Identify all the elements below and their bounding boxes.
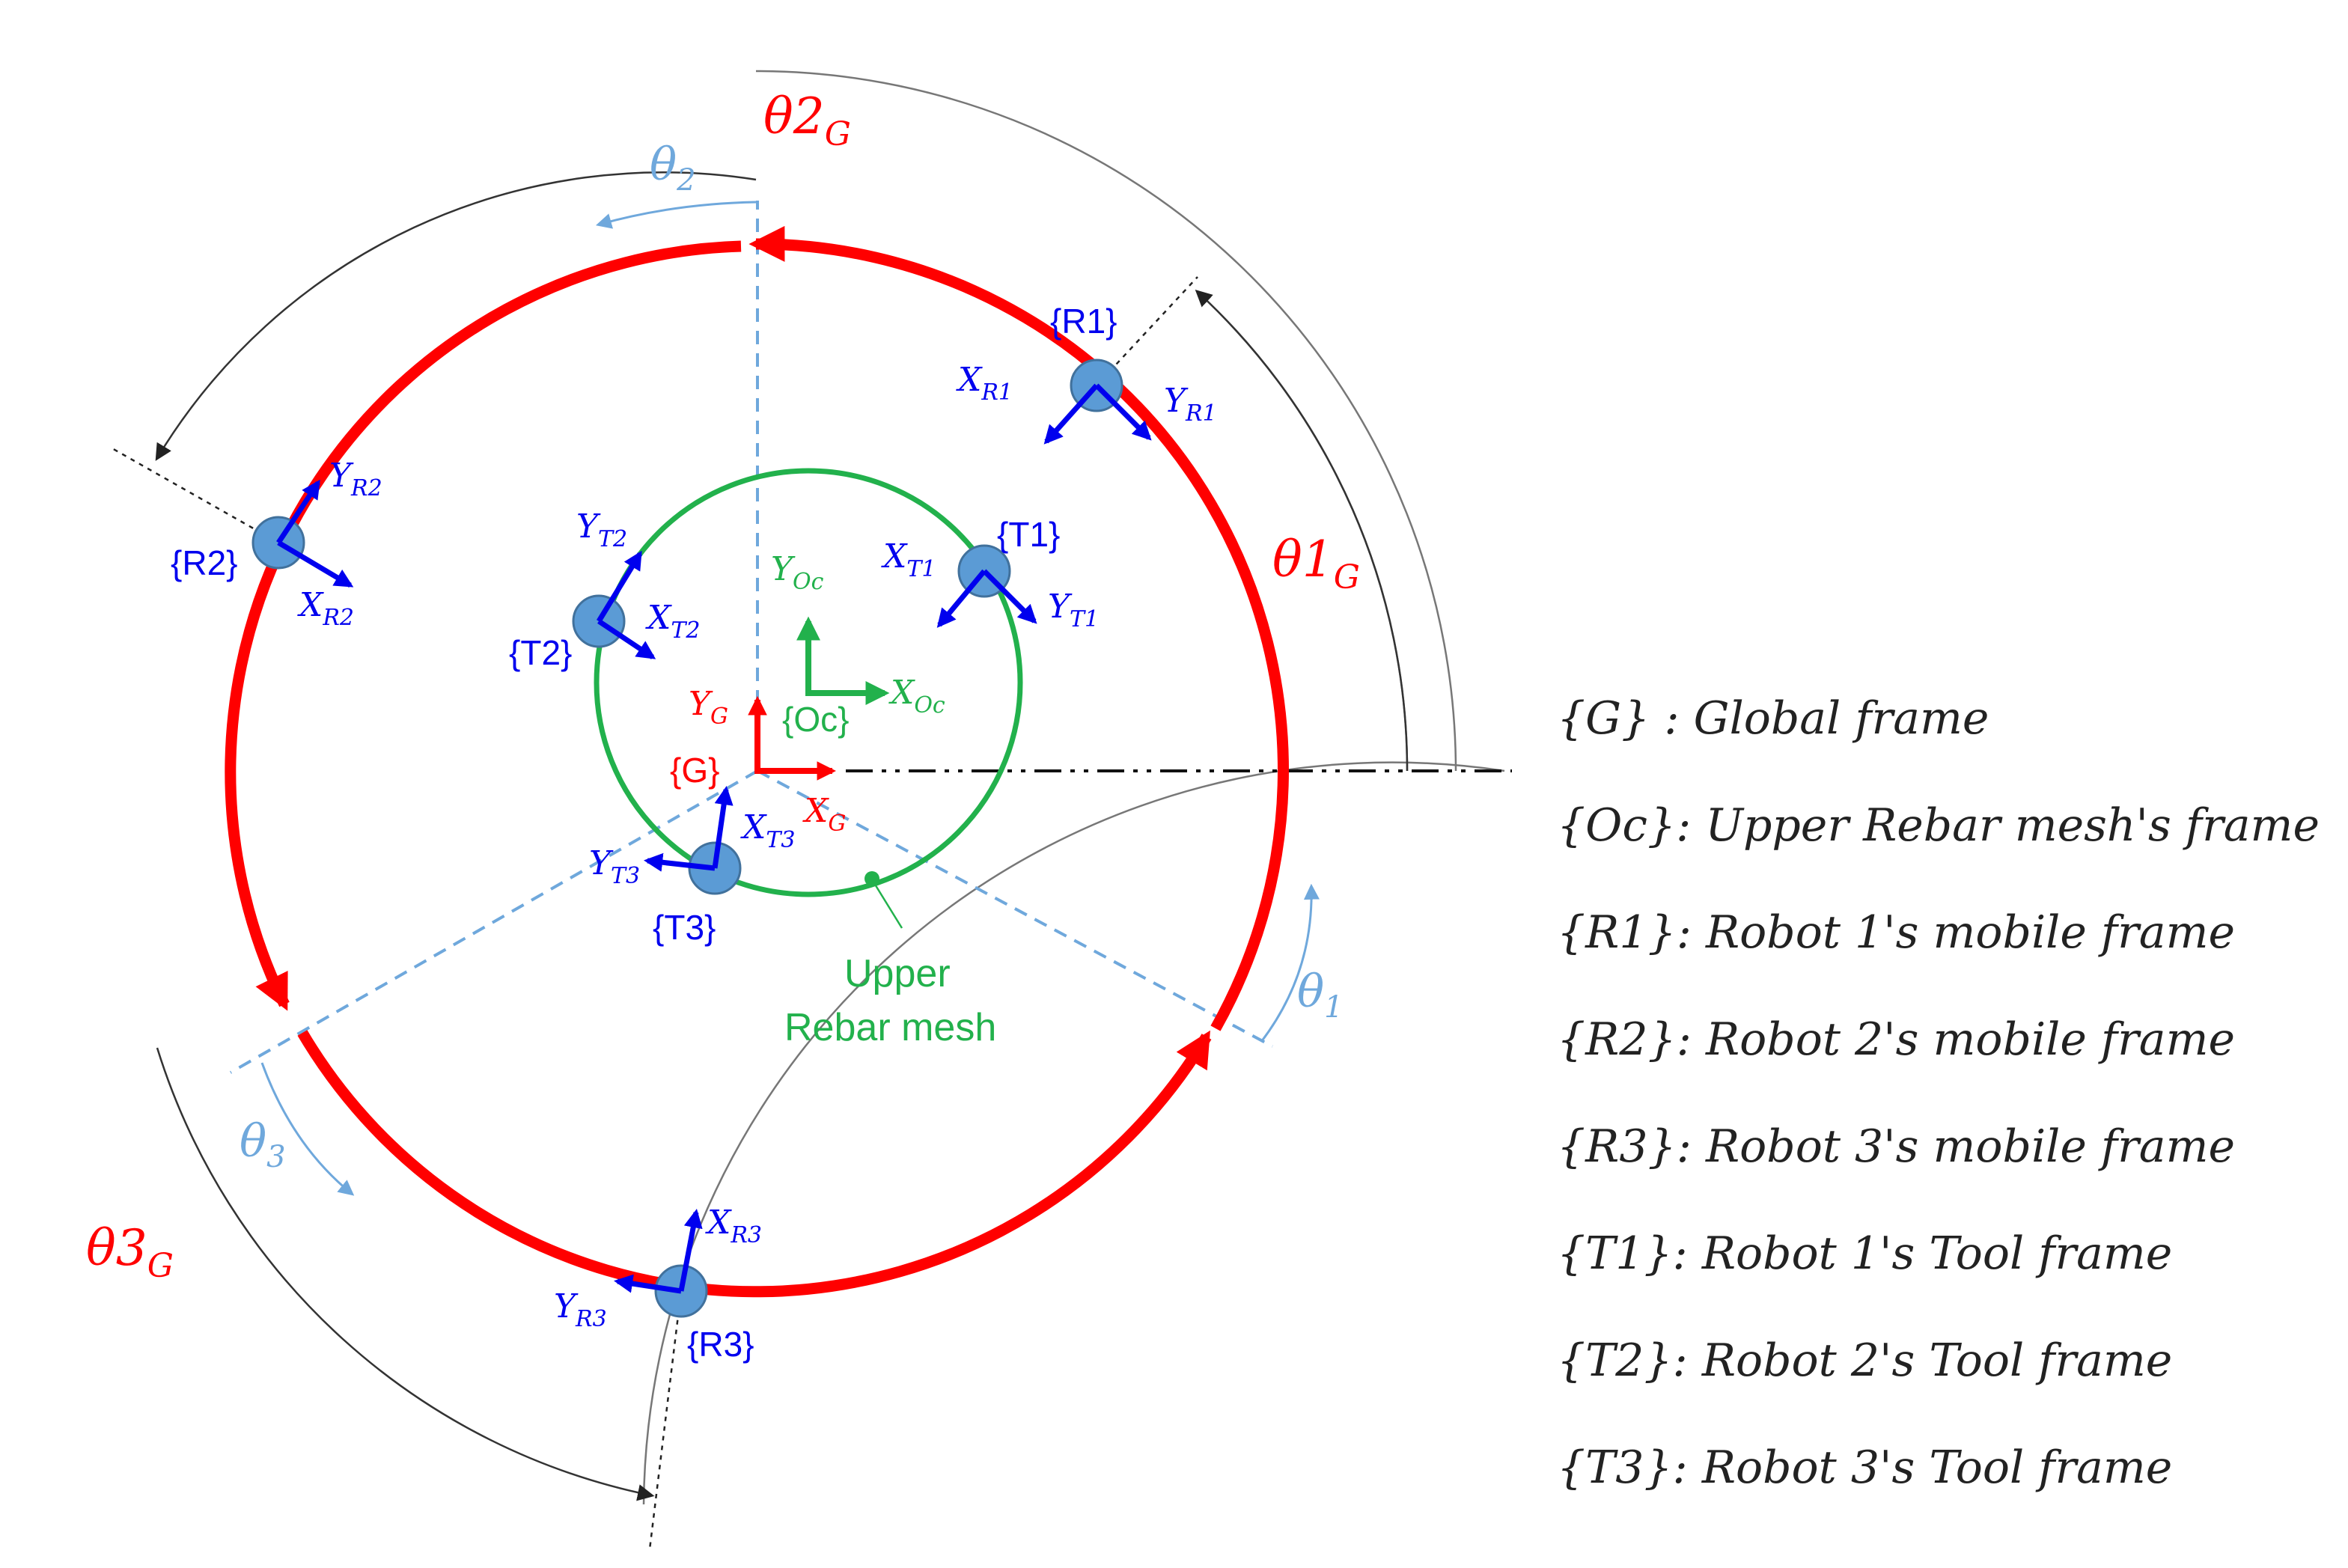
legend-item-t2: {T2}: Robot 2's Tool frame [1557,1334,2173,1387]
label-theta1G: θ1G [1272,531,1360,597]
mesh-axis-labels: YOc XOc [771,550,945,719]
label-XT2: XT2 [645,599,700,644]
axis-XT2 [597,619,656,659]
theta-global-labels: θ2G θ1G θ3G [86,88,1360,1285]
label-YR2: YR2 [329,457,382,501]
axis-YR2 [276,479,320,544]
radial-line-R3 [648,1290,683,1550]
legend-item-r3: {R3}: Robot 3's mobile frame [1557,1120,2235,1173]
mesh-leader-line [873,882,903,929]
track-arc-1 [748,225,1289,1031]
partition-lines [230,201,1273,1074]
label-XOc: XOc [888,674,945,719]
dim-arrow-theta1G [1195,289,1409,772]
angle-arrow-theta3 [260,1062,355,1196]
label-Oc: {Oc} [782,700,850,739]
upper-rebar-mesh-circle [594,468,1023,897]
label-XG: XG [802,792,846,837]
axis-XT1 [936,569,987,628]
axis-XT3 [712,786,734,869]
axis-YT2 [597,550,642,623]
axis-XR3 [678,1209,703,1292]
mesh-caption-line1: Upper [844,952,951,995]
angle-arrow-theta1 [1260,883,1320,1043]
angle-arrow-theta2 [595,201,757,229]
axis-YT3 [643,852,716,872]
radial-line-R2 [110,446,279,544]
label-YT3: YT3 [589,844,640,889]
legend-item-r1: {R1}: Robot 1's mobile frame [1557,906,2235,959]
label-G: {G} [670,751,720,790]
label-XR1: XR1 [956,361,1013,406]
axis-labels: XR1 YR1 YR2 XR2 XR3 YR3 XT1 YT1 YT2 XT2 … [297,361,1217,1332]
dimension-arrows [155,171,1409,1501]
label-XR3: XR3 [705,1204,762,1248]
label-XT3: XT3 [740,808,795,853]
label-XT1: XT1 [881,537,936,582]
frame-name-labels: {R1} {R2} {R3} {T1} {T2} {T3} [171,302,1117,1364]
mesh-caption-line2: Rebar mesh [784,1006,996,1049]
label-T1: {T1} [997,515,1060,554]
mesh-caption: Upper Rebar mesh [784,952,996,1049]
radial-dotted-lines [110,276,1198,1550]
axis-YT1 [982,569,1037,624]
global-axis-labels: YG XG [689,685,846,837]
label-XR2: XR2 [297,586,354,631]
label-theta3: θ3 [240,1115,286,1174]
axis-YR3 [614,1274,682,1294]
label-theta2: θ2 [650,138,696,198]
label-R1: {R1} [1050,302,1117,341]
angle-arrows [260,201,1320,1196]
mesh-leader-dot [865,871,879,886]
label-YR3: YR3 [554,1287,607,1332]
label-R2: {R2} [171,543,238,582]
axis-YR1 [1094,383,1152,441]
theta-local-labels: θ2 θ1 θ3 [240,138,1344,1174]
global-frame-axes [748,695,837,781]
legend-item-r2: {R2}: Robot 2's mobile frame [1557,1013,2235,1066]
axis-XR1 [1043,383,1099,445]
label-T2: {T2} [509,633,572,672]
dim-arrow-theta2G [155,171,757,461]
label-theta2G: θ2G [763,88,851,153]
label-theta3G: θ3G [86,1219,174,1285]
label-YT2: YT2 [576,507,627,552]
label-YOc: YOc [771,550,824,595]
legend-item-global: {G} : Global frame [1557,692,1989,745]
track-arc-3 [297,1030,1212,1298]
partition-line-right [757,769,1273,1048]
label-R3: {R3} [687,1325,754,1364]
mesh-frame-axes [796,616,890,705]
outer-arc-2 [755,70,1457,772]
label-YG: YG [689,685,728,730]
legend-item-t1: {T1}: Robot 1's Tool frame [1557,1227,2173,1280]
legend-item-t3: {T3}: Robot 3's Tool frame [1557,1442,2173,1494]
partition-line-left [230,769,758,1074]
label-T3: {T3} [653,908,716,947]
label-YT1: YT1 [1048,588,1099,632]
dim-arrow-theta3G [156,1047,655,1501]
label-YR1: YR1 [1164,382,1217,427]
robot-frames [251,359,1152,1318]
outer-arc-3 [642,761,1505,1505]
legend-item-mesh: {Oc}: Upper Rebar mesh's frame [1557,799,2320,852]
axis-XR2 [277,540,354,588]
label-theta1: θ1 [1297,965,1344,1025]
